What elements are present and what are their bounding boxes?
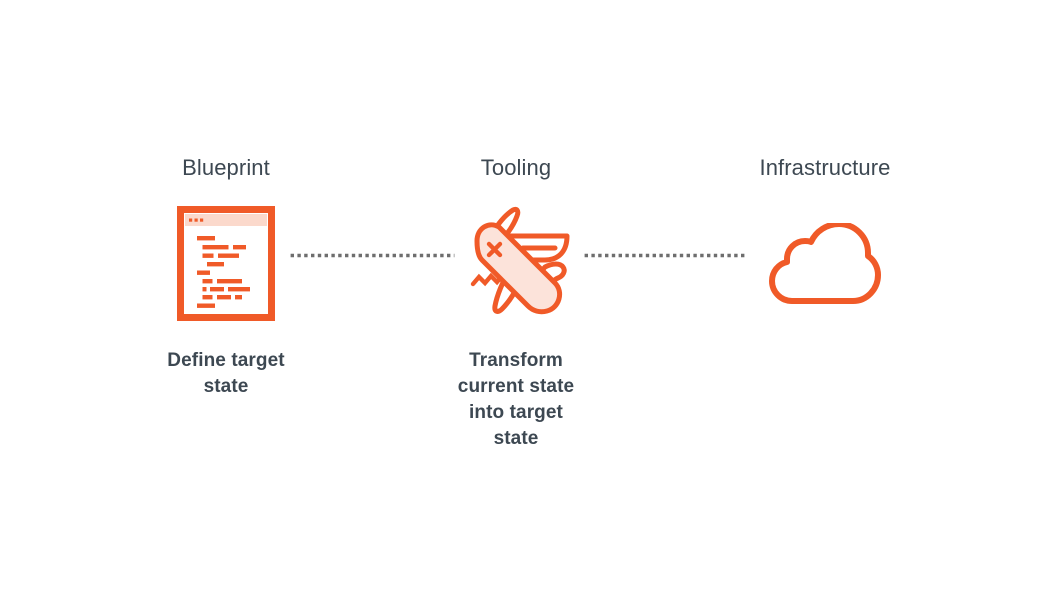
step-caption-line: Transform bbox=[469, 350, 563, 371]
step-caption-line: state bbox=[203, 376, 249, 397]
step-caption-tooling: Transform current state into target stat… bbox=[386, 348, 646, 452]
diagram-step-infrastructure: Infrastructure bbox=[695, 155, 955, 348]
step-title-tooling: Tooling bbox=[480, 155, 552, 180]
step-caption-line: state bbox=[493, 428, 539, 449]
step-caption-blueprint: Define target state bbox=[96, 348, 356, 400]
step-title-infrastructure: Infrastructure bbox=[759, 155, 891, 180]
connector-blueprint-to-tooling bbox=[289, 253, 456, 258]
step-caption-line: Define target bbox=[167, 350, 285, 371]
icon-slot-blueprint bbox=[96, 201, 356, 326]
diagram-step-blueprint: Blueprint bbox=[96, 155, 356, 400]
diagram-step-tooling: Tooling bbox=[386, 155, 646, 452]
step-caption-line: current state bbox=[457, 376, 575, 397]
icon-slot-infrastructure bbox=[695, 201, 955, 326]
code-window-icon bbox=[177, 206, 275, 321]
icon-slot-tooling bbox=[386, 201, 646, 326]
step-caption-line: into target bbox=[469, 402, 563, 423]
step-title-blueprint: Blueprint bbox=[182, 155, 270, 180]
swiss-army-knife-icon bbox=[470, 206, 569, 314]
cloud-icon bbox=[769, 222, 881, 304]
